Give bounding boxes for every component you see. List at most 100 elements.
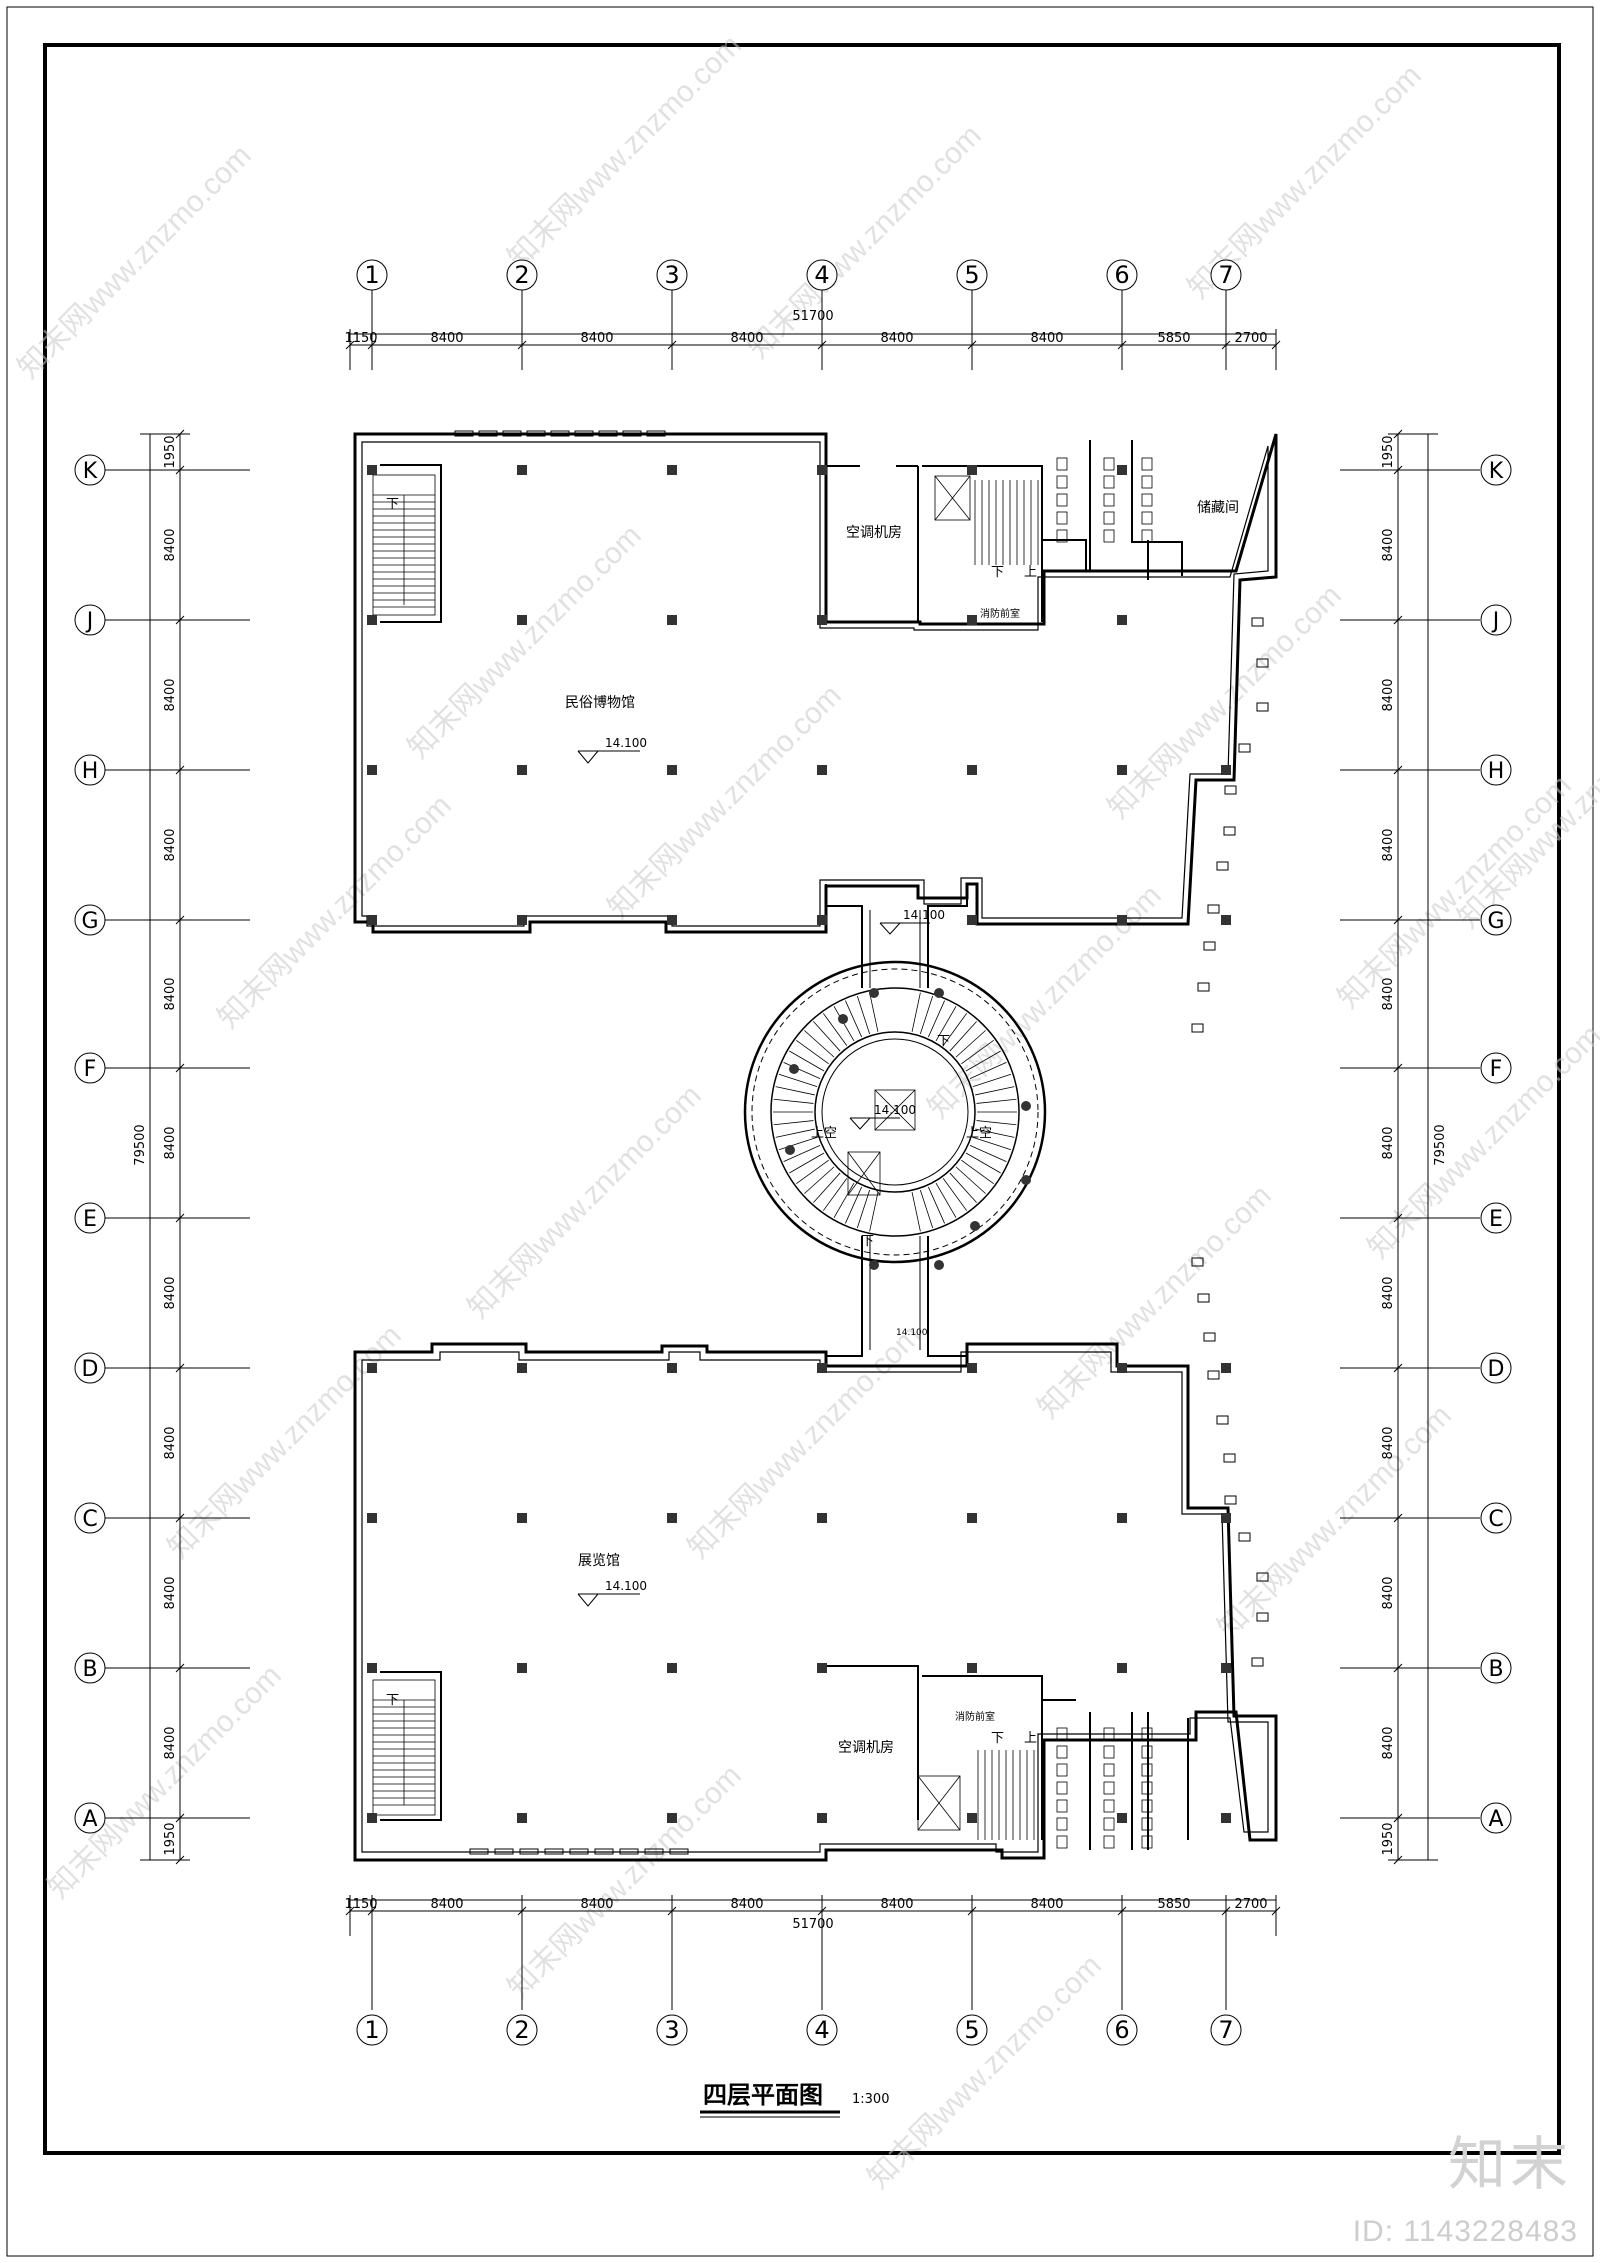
- planter-marker: [1223, 1453, 1236, 1463]
- column: [1221, 1363, 1231, 1373]
- window: [646, 430, 666, 437]
- grid-bubble-col: [806, 2014, 838, 2046]
- dim-tick: [667, 340, 677, 350]
- column: [817, 465, 827, 475]
- toilet-fixture: [1056, 1781, 1068, 1795]
- grid-label-col-1: 1: [364, 261, 379, 289]
- column: [817, 1663, 827, 1673]
- spiral-tread: [935, 1182, 957, 1218]
- watermark-text: 知末网www.znzmo.com: [1362, 1019, 1600, 1265]
- grid-label-row-K: K: [1489, 459, 1504, 484]
- spiral-tread: [955, 1166, 986, 1194]
- spiral-tread: [965, 1050, 1001, 1072]
- dim-text-row-spacing: 1950: [163, 435, 178, 468]
- toilet-fixture: [1141, 1799, 1153, 1813]
- grid-bubble-col: [1210, 2014, 1242, 2046]
- spiral-tread: [813, 1172, 841, 1203]
- column: [367, 915, 377, 925]
- grid-bubble-col: [506, 259, 538, 291]
- toilet-fixture: [1103, 1781, 1115, 1795]
- spiral-tread: [804, 1166, 835, 1194]
- grid-label-row-C: C: [1488, 1507, 1503, 1532]
- toilet-fixture: [1056, 457, 1068, 471]
- dim-tick: [1393, 1813, 1403, 1823]
- toilet-fixture: [1056, 529, 1068, 543]
- spiral-tread: [927, 1186, 945, 1224]
- dim-text-total-width: 51700: [792, 309, 833, 324]
- elevator-cross: [934, 475, 971, 521]
- central-rotunda: [743, 884, 1047, 1357]
- spiral-tread: [976, 1120, 1017, 1126]
- column: [367, 1663, 377, 1673]
- spiral-tread: [789, 1152, 825, 1174]
- grid-bubble-col: [956, 259, 988, 291]
- watermark-text: 知末网www.znzmo.com: [682, 1319, 928, 1565]
- grid-label-col-2: 2: [514, 261, 529, 289]
- spiral-tread: [778, 1136, 818, 1151]
- stair-down-label: 下: [991, 1731, 1004, 1746]
- grid-bubble-row: [74, 1652, 106, 1684]
- dim-text-row-spacing: 1950: [1381, 435, 1396, 468]
- spiral-tread: [942, 1013, 968, 1046]
- dim-tick: [1393, 1063, 1403, 1073]
- watermark-text: 知末网www.znzmo.com: [1212, 1399, 1458, 1645]
- stair-up-label: 上: [1024, 565, 1037, 580]
- rotunda-column: [970, 1221, 980, 1231]
- grid-bubble-col: [806, 259, 838, 291]
- window: [478, 430, 498, 437]
- column: [1117, 1513, 1127, 1523]
- grid-bubble-row: [74, 754, 106, 786]
- dim-text-row-spacing: 8400: [163, 1126, 178, 1159]
- toilet-fixture: [1141, 457, 1153, 471]
- column: [517, 1513, 527, 1523]
- spiral-tread: [919, 1189, 934, 1229]
- toilet-fixture: [1141, 493, 1153, 507]
- toilet-fixture: [1056, 1763, 1068, 1777]
- spiral-tread: [961, 1159, 994, 1185]
- dim-text-col-spacing: 8400: [730, 1897, 763, 1912]
- rotunda-column: [789, 1064, 799, 1074]
- dim-text-row-spacing: 8400: [1381, 1276, 1396, 1309]
- toilet-fixture: [1103, 1817, 1115, 1831]
- dim-tick: [175, 765, 185, 775]
- toilet-fixture: [1103, 475, 1115, 489]
- rotunda-column: [934, 1260, 944, 1270]
- column: [1117, 1363, 1127, 1373]
- grid-label-col-7: 7: [1218, 261, 1233, 289]
- spiral-tread: [822, 1013, 848, 1046]
- column: [517, 615, 527, 625]
- column: [817, 1363, 827, 1373]
- dim-text-row-spacing: 8400: [1381, 977, 1396, 1010]
- elevator-cross: [847, 1151, 881, 1196]
- planter-marker: [1203, 1332, 1216, 1342]
- toilet-fixture: [1056, 475, 1068, 489]
- window: [569, 1848, 589, 1855]
- elevation-mark-bridge-top: [879, 922, 930, 935]
- dim-text-row-spacing: 8400: [163, 977, 178, 1010]
- dim-text-row-spacing: 8400: [1381, 1726, 1396, 1759]
- spiral-tread: [796, 1039, 829, 1065]
- toilet-fixture: [1056, 1799, 1068, 1813]
- toilet-fixture: [1141, 1781, 1153, 1795]
- dim-text-col-spacing: 8400: [580, 1897, 613, 1912]
- toilet-fixture: [1103, 1835, 1115, 1849]
- toilet-fixture: [1103, 1745, 1115, 1759]
- dim-tick: [175, 915, 185, 925]
- rotunda-column: [785, 1145, 795, 1155]
- dim-tick: [175, 1855, 185, 1865]
- grid-label-col-5: 5: [964, 2016, 979, 2044]
- dim-text-col-spacing: 8400: [580, 331, 613, 346]
- column: [517, 915, 527, 925]
- column: [517, 1663, 527, 1673]
- spiral-tread: [804, 1030, 835, 1058]
- window: [550, 430, 570, 437]
- spiral-tread: [965, 1152, 1001, 1174]
- spiral-tread: [949, 1172, 977, 1203]
- planter-marker: [1238, 743, 1251, 753]
- dim-text-col-spacing: 8400: [880, 331, 913, 346]
- dim-text-row-spacing: 8400: [163, 1426, 178, 1459]
- spiral-tread: [845, 1000, 863, 1038]
- column: [367, 1363, 377, 1373]
